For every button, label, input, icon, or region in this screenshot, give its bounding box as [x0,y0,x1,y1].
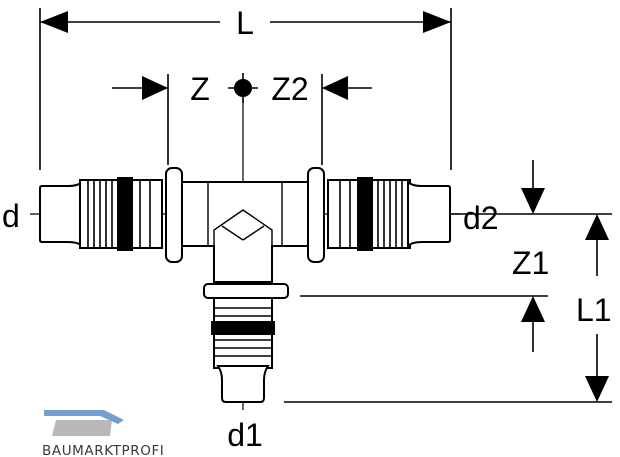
filled-circle-icon [234,79,252,97]
branch-sleeve-ribs [214,307,272,357]
arrowhead-icon [585,214,609,240]
baumarktprofi-logo: BAUMARKTPROFI [42,410,164,457]
arrowhead-icon [521,188,545,214]
arrowhead-icon [521,296,545,322]
tee-body [181,181,309,283]
tee-inner-contour [207,182,283,246]
left-collar [165,167,183,263]
watermark-text: BAUMARKTPROFI [42,443,164,457]
label-Z2: Z2 [271,71,308,107]
label-Z: Z [190,71,210,107]
dimension-L [39,8,452,170]
label-L1: L1 [576,292,612,328]
right-sleeve-ribs [339,180,403,248]
label-d1: d1 [227,417,263,453]
arrowhead-icon [423,11,451,33]
branch-pipe-end [216,365,270,403]
label-d: d [2,198,20,234]
arrowhead-icon [322,76,348,100]
roof-icon [44,410,124,424]
arrowhead-icon [585,376,609,402]
branch-sealing-ring [211,321,275,335]
label-Z1: Z1 [512,245,549,281]
right-pipe-end [407,179,451,249]
dimension-Z1-L1 [284,160,612,403]
right-collar [307,167,325,263]
branch-collar [203,283,289,299]
arrowhead-icon [142,76,168,100]
label-L: L [236,5,254,41]
arrowhead-icon [40,11,68,33]
left-sleeve-ribs [87,180,151,248]
right-sealing-ring [357,177,373,251]
left-sealing-ring [117,177,133,251]
tee-fitting [39,167,451,403]
label-d2: d2 [463,200,499,236]
left-pipe-end [39,179,83,249]
house-icon [52,420,112,436]
